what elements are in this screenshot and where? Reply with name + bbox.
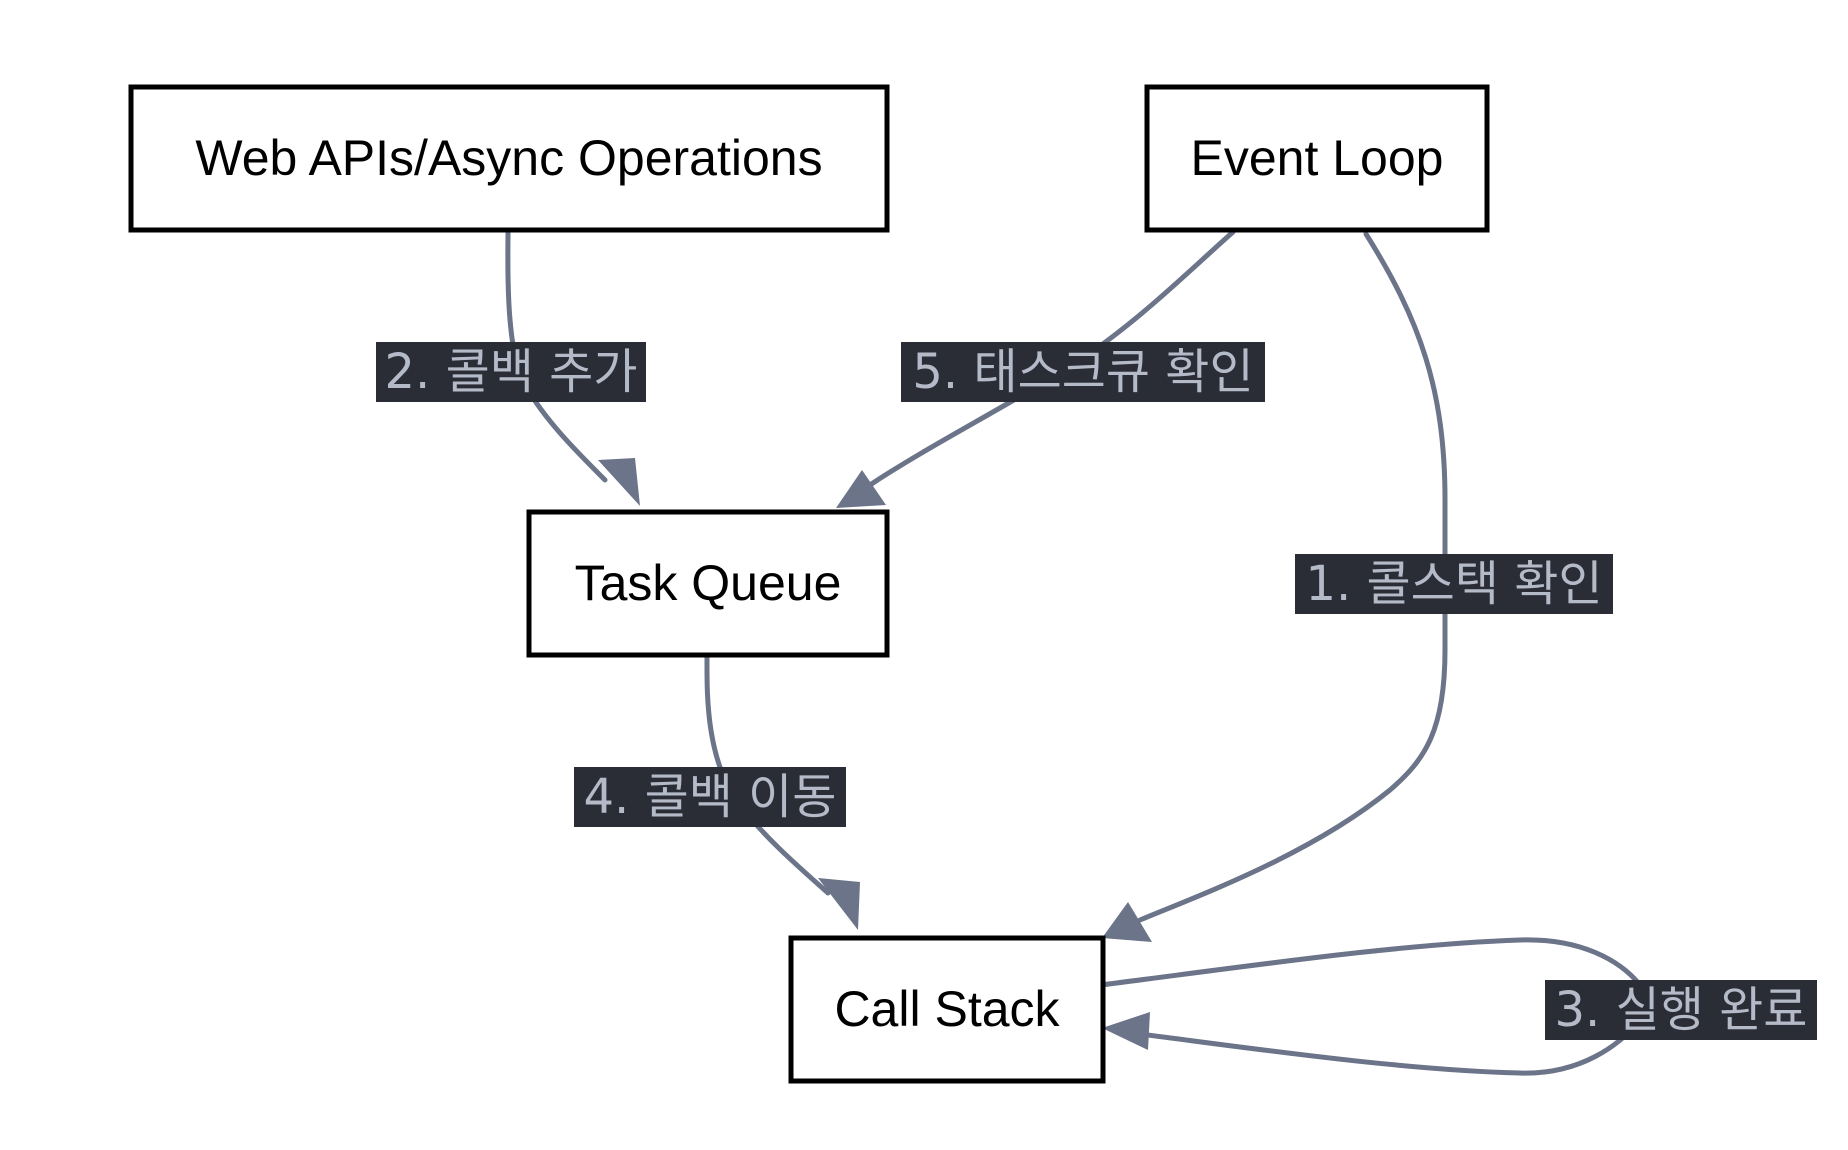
edge-label-4-bg bbox=[574, 767, 846, 827]
edge-callstack-self-loop-arrowhead bbox=[1102, 1012, 1150, 1050]
edge-label-5-text: 5. 태스크큐 확인 bbox=[912, 344, 1253, 400]
edge-label-3-bg bbox=[1545, 980, 1817, 1040]
edge-webapis-to-taskqueue-arrowhead bbox=[598, 458, 640, 506]
nodes: Web APIs/Async Operations Event Loop Tas… bbox=[128, 84, 1490, 1084]
node-event-loop-label: Event Loop bbox=[1191, 130, 1444, 186]
node-task-queue-label: Task Queue bbox=[575, 555, 842, 611]
node-call-stack: Call Stack bbox=[788, 935, 1106, 1084]
edge-label-1: 1. 콜스택 확인 bbox=[1295, 554, 1613, 614]
edge-label-3-text: 3. 실행 완료 bbox=[1555, 982, 1808, 1038]
edge-label-5: 5. 태스크큐 확인 bbox=[901, 342, 1265, 402]
edge-label-4: 4. 콜백 이동 bbox=[574, 767, 846, 827]
node-web-apis-box bbox=[128, 84, 890, 233]
edge-label-1-text: 1. 콜스택 확인 bbox=[1305, 556, 1602, 612]
node-web-apis-label: Web APIs/Async Operations bbox=[195, 130, 822, 186]
edge-labels: 2. 콜백 추가 5. 태스크큐 확인 1. 콜스택 확인 4. 콜백 이동 3… bbox=[376, 342, 1817, 1040]
node-web-apis: Web APIs/Async Operations bbox=[128, 84, 890, 233]
edge-label-4-text: 4. 콜백 이동 bbox=[584, 769, 837, 825]
node-call-stack-label: Call Stack bbox=[834, 981, 1060, 1037]
edge-label-2-bg bbox=[376, 342, 646, 402]
edges bbox=[505, 229, 1643, 1076]
edge-label-3: 3. 실행 완료 bbox=[1545, 980, 1817, 1040]
edge-label-5-bg bbox=[901, 342, 1265, 402]
edge-eventloop-to-callstack bbox=[1137, 231, 1448, 923]
node-task-queue: Task Queue bbox=[526, 509, 890, 658]
node-event-loop: Event Loop bbox=[1144, 84, 1490, 233]
node-task-queue-box bbox=[526, 509, 890, 658]
edge-label-1-bg bbox=[1295, 554, 1613, 614]
edge-eventloop-to-taskqueue-arrowhead bbox=[836, 470, 886, 508]
edge-eventloop-to-callstack-arrowhead bbox=[1102, 902, 1152, 942]
edge-taskqueue-to-callstack-arrowhead bbox=[818, 878, 860, 930]
edge-label-2: 2. 콜백 추가 bbox=[376, 342, 646, 402]
node-event-loop-box bbox=[1144, 84, 1490, 233]
edge-label-2-text: 2. 콜백 추가 bbox=[385, 344, 638, 400]
node-call-stack-box bbox=[788, 935, 1106, 1084]
